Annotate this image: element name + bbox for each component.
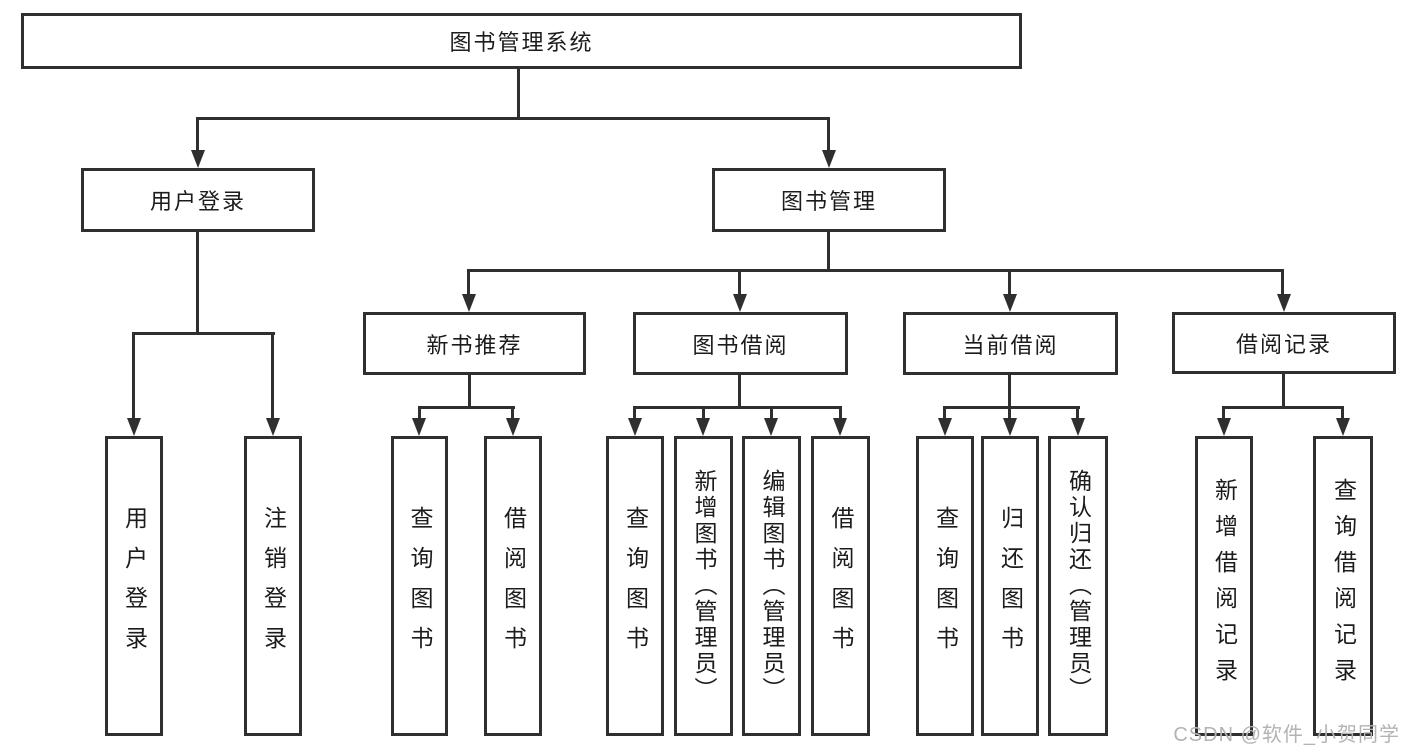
- connector-drop-cb-return: [1008, 406, 1011, 420]
- node-new-book-recommend-label: 新书推荐: [426, 332, 523, 358]
- leaf-br-query-record: 查询借阅记录: [1313, 436, 1373, 736]
- arrowhead-nbr-borrow: [506, 418, 520, 436]
- node-user-login: 用户登录: [81, 168, 315, 232]
- leaf-nbr-borrow-books: 借阅图书: [484, 436, 542, 736]
- leaf-br-add-record: 新增借阅记录: [1195, 436, 1253, 736]
- leaf-nbr-query-books-label: 查询图书: [407, 506, 433, 666]
- arrowhead-book-management: [822, 150, 836, 168]
- arrowhead-cb-confirm: [1071, 418, 1085, 436]
- leaf-bb-edit-book-admin-label: 编辑图书（管理员）: [759, 469, 785, 703]
- arrowhead-new-book-recommend: [462, 294, 476, 312]
- node-book-management: 图书管理: [712, 168, 946, 232]
- connector-book-management-branch: [467, 269, 1284, 272]
- arrowhead-current-borrowing: [1003, 294, 1017, 312]
- connector-drop-cb-query: [943, 406, 946, 420]
- connector-drop-bb-borrow: [839, 406, 842, 420]
- connector-borrowing-records-stem: [1282, 374, 1285, 409]
- node-current-borrowing: 当前借阅: [903, 312, 1118, 375]
- leaf-cb-query-books-label: 查询图书: [932, 506, 959, 666]
- arrowhead-borrowing-records: [1277, 294, 1291, 312]
- connector-drop-br-add: [1222, 406, 1225, 420]
- connector-drop-leaf-user-login: [132, 332, 135, 420]
- arrowhead-cb-return: [1003, 418, 1017, 436]
- connector-root-branch: [196, 117, 830, 120]
- arrowhead-br-query: [1336, 418, 1350, 436]
- connector-borrowing-records-branch: [1222, 406, 1344, 409]
- leaf-cb-confirm-return-admin-label: 确认归还（管理员）: [1065, 469, 1092, 703]
- leaf-bb-query-books-label: 查询图书: [622, 506, 649, 666]
- arrowhead-leaf-logout: [266, 418, 280, 436]
- connector-drop-br-query: [1341, 406, 1344, 420]
- node-book-borrowing: 图书借阅: [633, 312, 848, 375]
- leaf-cb-return-books: 归还图书: [981, 436, 1039, 736]
- connector-drop-current-borrowing: [1008, 269, 1011, 296]
- leaf-bb-edit-book-admin: 编辑图书（管理员）: [742, 436, 801, 736]
- connector-drop-user-login: [196, 117, 199, 152]
- leaf-nbr-borrow-books-label: 借阅图书: [500, 506, 527, 666]
- leaf-bb-borrow-books-label: 借阅图书: [828, 506, 854, 666]
- arrowhead-cb-query: [938, 418, 952, 436]
- arrowhead-bb-add: [696, 418, 710, 436]
- node-book-borrowing-label: 图书借阅: [692, 332, 789, 358]
- connector-new-book-recommend-branch: [418, 406, 515, 409]
- connector-drop-book-management: [827, 117, 830, 152]
- leaf-nbr-query-books: 查询图书: [391, 436, 448, 736]
- connector-book-borrowing-stem: [738, 375, 741, 409]
- connector-current-borrowing-branch: [943, 406, 1080, 409]
- connector-book-borrowing-branch: [633, 406, 842, 409]
- leaf-br-query-record-label: 查询借阅记录: [1330, 478, 1357, 694]
- arrowhead-bb-borrow: [833, 418, 847, 436]
- leaf-cb-return-books-label: 归还图书: [997, 506, 1024, 666]
- node-root-library-management-system: 图书管理系统: [21, 13, 1022, 69]
- node-book-management-label: 图书管理: [780, 189, 877, 214]
- connector-root-stem: [517, 69, 520, 119]
- leaf-bb-query-books: 查询图书: [606, 436, 664, 736]
- node-borrowing-records-label: 借阅记录: [1235, 332, 1332, 357]
- leaf-bb-add-book-admin-label: 新增图书（管理员）: [691, 469, 717, 703]
- leaf-logout: 注销登录: [244, 436, 302, 736]
- node-root-label: 图书管理系统: [449, 30, 594, 55]
- connector-user-login-stem: [196, 232, 199, 335]
- connector-drop-borrowing-records: [1281, 269, 1284, 296]
- leaf-bb-add-book-admin: 新增图书（管理员）: [674, 436, 733, 736]
- arrowhead-bb-query: [628, 418, 642, 436]
- leaf-user-login-label: 用户登录: [121, 506, 148, 666]
- connector-drop-bb-edit: [770, 406, 773, 420]
- node-user-login-label: 用户登录: [149, 189, 246, 214]
- node-new-book-recommend: 新书推荐: [363, 312, 586, 375]
- connector-drop-book-borrowing: [738, 269, 741, 296]
- arrowhead-user-login: [191, 150, 205, 168]
- connector-user-login-branch: [132, 332, 275, 335]
- connector-drop-nbr-query: [418, 406, 421, 420]
- leaf-cb-confirm-return-admin: 确认归还（管理员）: [1048, 436, 1108, 736]
- node-current-borrowing-label: 当前借阅: [962, 332, 1059, 358]
- arrowhead-book-borrowing: [733, 294, 747, 312]
- connector-drop-bb-query: [633, 406, 636, 420]
- connector-drop-cb-confirm: [1076, 406, 1079, 420]
- leaf-cb-query-books: 查询图书: [916, 436, 974, 736]
- leaf-user-login: 用户登录: [105, 436, 163, 736]
- leaf-br-add-record-label: 新增借阅记录: [1211, 478, 1238, 694]
- arrowhead-nbr-query: [412, 418, 426, 436]
- arrowhead-leaf-user-login: [127, 418, 141, 436]
- connector-drop-new-book-recommend: [467, 269, 470, 296]
- leaf-logout-label: 注销登录: [260, 506, 287, 666]
- connector-book-management-stem: [827, 232, 830, 272]
- leaf-bb-borrow-books: 借阅图书: [811, 436, 870, 736]
- connector-new-book-recommend-stem: [468, 375, 471, 409]
- connector-current-borrowing-stem: [1008, 375, 1011, 409]
- connector-drop-nbr-borrow: [511, 406, 514, 420]
- connector-drop-bb-add: [702, 406, 705, 420]
- node-borrowing-records: 借阅记录: [1172, 312, 1396, 374]
- connector-drop-leaf-logout: [271, 332, 274, 420]
- arrowhead-br-add: [1217, 418, 1231, 436]
- arrowhead-bb-edit: [764, 418, 778, 436]
